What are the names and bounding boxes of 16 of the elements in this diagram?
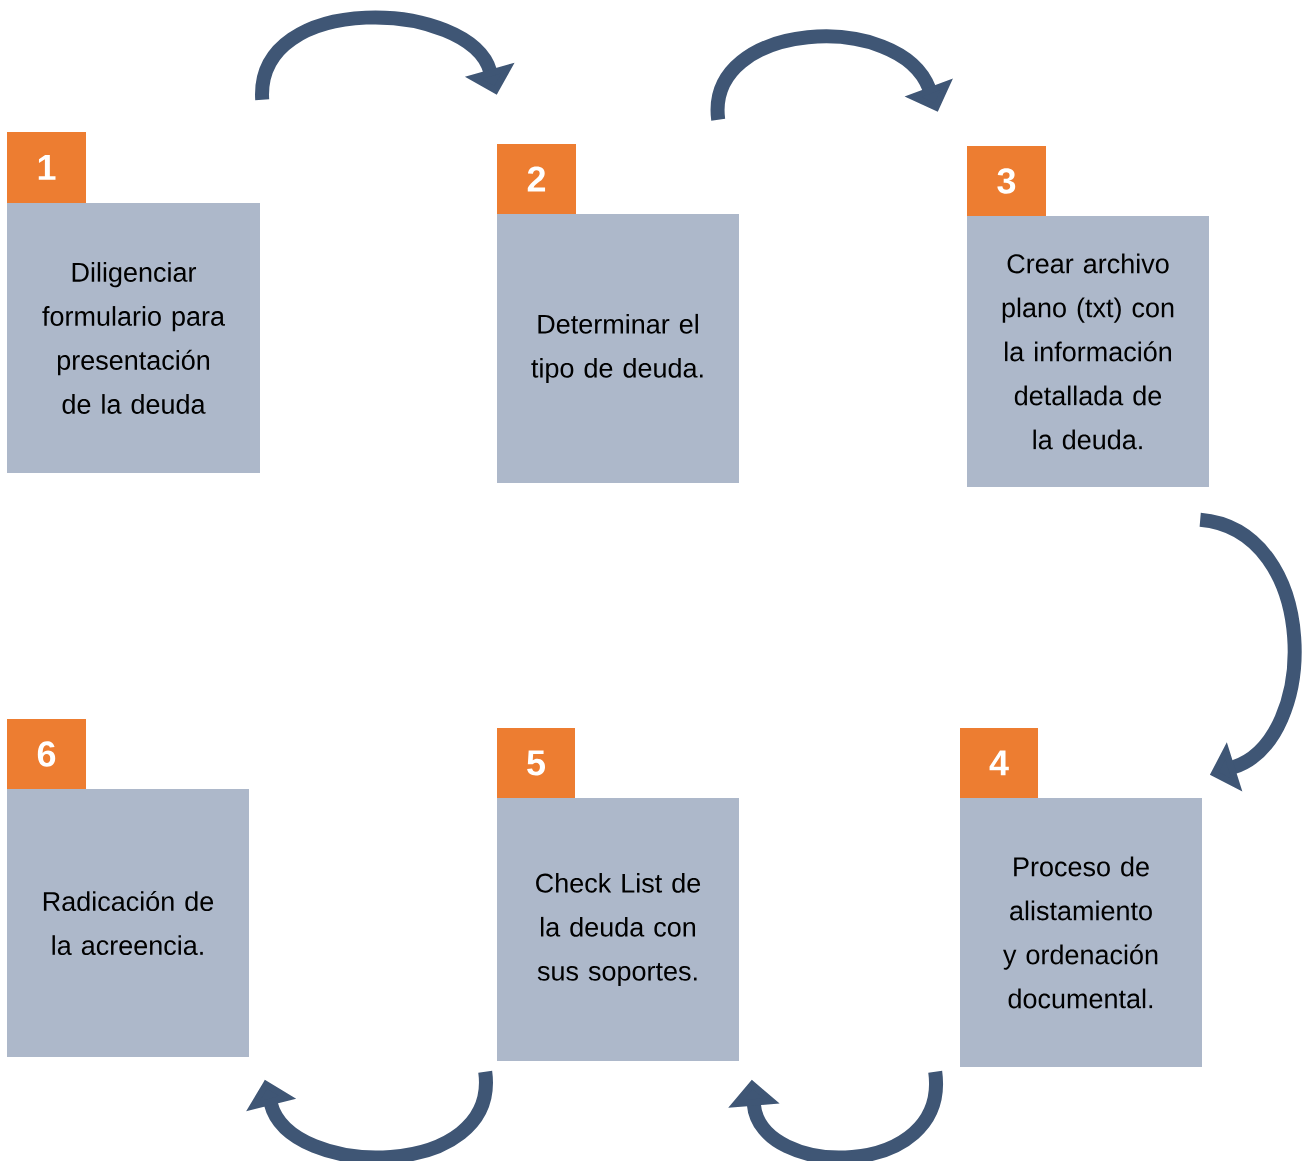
curved-arrow: [1198, 512, 1302, 792]
step-box: Check List de la deuda con sus soportes. 5: [497, 728, 739, 1061]
node-label: 4: [989, 750, 1009, 776]
curved-arrow: [255, 10, 515, 101]
node-label: 6: [37, 741, 56, 767]
curved-arrow: [728, 1071, 943, 1161]
node-label: 2: [527, 166, 546, 192]
step-box: Proceso de alistamiento y ordenación documental. 4: [960, 728, 1202, 1067]
step-box: Determinar el tipo de deuda. 2: [497, 144, 739, 483]
curved-arrow: [246, 1071, 493, 1161]
node-label: 5: [527, 750, 545, 776]
node-label: 1: [38, 155, 56, 180]
node-label: 3: [997, 168, 1016, 194]
step-box: Diligenciar formulario para presentación de la deuda 1: [7, 132, 260, 473]
step-box: Radicación de la acreencia. 6: [7, 719, 249, 1057]
step-box: Crear archivo plano (txt) con la información detallada de la deuda. 3: [967, 146, 1209, 487]
